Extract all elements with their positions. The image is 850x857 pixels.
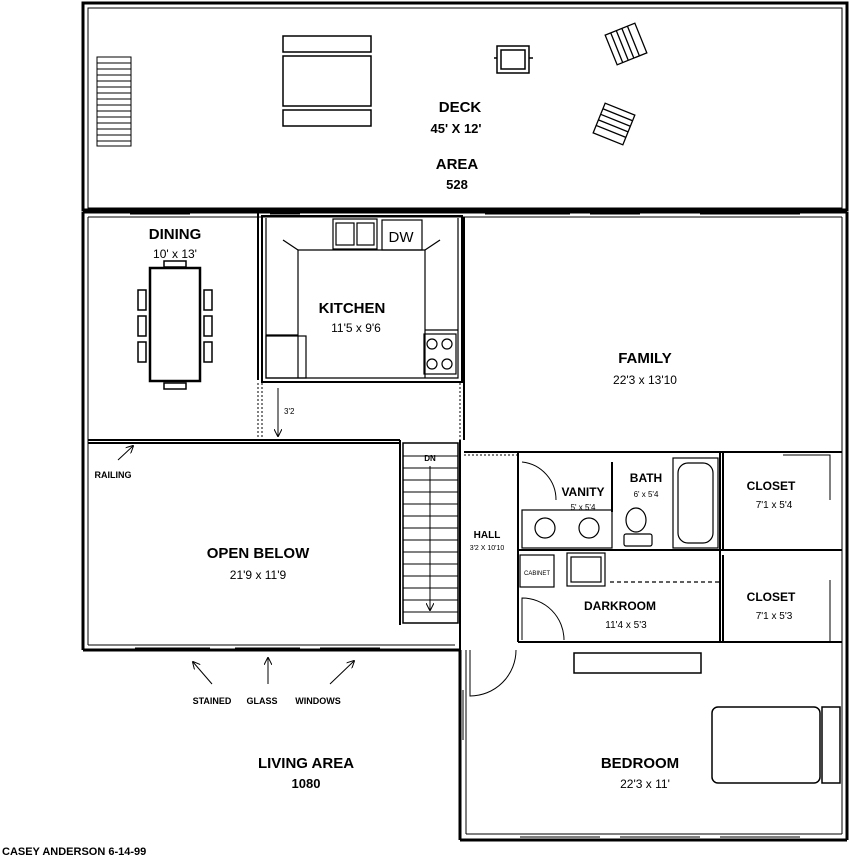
cabinet-label: CABINET: [524, 571, 550, 577]
dining-name: DINING: [149, 226, 202, 243]
closet1-dims: 7'1 x 5'4: [756, 500, 793, 511]
drawing-credit: CASEY ANDERSON 6-14-99: [2, 846, 146, 857]
vanity-door-swing: [521, 461, 557, 501]
vanity-name: VANITY: [561, 485, 604, 499]
passage-dim-label: 3'2: [284, 407, 295, 416]
darkroom-door-swing: [521, 597, 565, 641]
bedroom-door-swing: [469, 649, 517, 697]
bath-block-walls: [517, 452, 842, 643]
bathtub-icon: [672, 457, 719, 549]
stained-arrow: [193, 662, 213, 685]
deck-dims: 45' X 12': [431, 121, 482, 136]
kitchen-walls: [261, 215, 463, 383]
kitchen-sink-icon: [332, 218, 378, 250]
deck-bench-icon: [96, 56, 132, 147]
bed-icon: [711, 706, 841, 784]
railing: [88, 439, 401, 625]
stained-label: STAINED: [193, 696, 232, 706]
dining-table-icon: [137, 260, 213, 390]
deck-name: DECK: [439, 99, 482, 116]
family-name: FAMILY: [618, 350, 672, 367]
deck-area-value: 528: [446, 177, 468, 192]
kitchen-counters: [265, 218, 459, 379]
family-dims: 22'3 x 13'10: [613, 373, 677, 387]
hall-name: HALL: [474, 530, 501, 541]
hall-dims: 3'2 X 10'10: [470, 545, 505, 552]
railing-label: RAILING: [95, 470, 132, 480]
glass-label: GLASS: [246, 696, 277, 706]
bedroom-windows: [462, 690, 800, 838]
bedroom-dims: 22'3 x 11': [620, 777, 670, 791]
bedroom-name: BEDROOM: [601, 755, 679, 772]
dishwasher-label: DW: [389, 229, 415, 246]
deck-area-label: AREA: [436, 156, 479, 173]
stairs-dn-label: DN: [424, 454, 436, 463]
dining-dims: 10' x 13': [153, 247, 197, 261]
open-below-dims: 21'9 x 11'9: [230, 568, 287, 582]
exterior-walls: [81, 210, 849, 842]
bath-name: BATH: [630, 471, 662, 485]
closet2-name: CLOSET: [747, 590, 796, 604]
darkroom-dims: 11'4 x 5'3: [605, 620, 647, 631]
windows-label: WINDOWS: [295, 696, 341, 706]
railing-arrow: [117, 446, 133, 461]
closet1-name: CLOSET: [747, 479, 796, 493]
deck-chair-icon: [592, 102, 636, 146]
toilet-icon: [623, 507, 653, 547]
bath-dims: 6' x 5'4: [634, 490, 659, 499]
dresser-icon: [573, 652, 702, 674]
vanity-dims: 5' x 5'4: [571, 503, 596, 512]
family-walls: [463, 217, 842, 453]
living-area-value: 1080: [292, 776, 321, 791]
deck-lounger-icon: [282, 35, 372, 127]
closet2-dims: 7'1 x 5'3: [756, 611, 793, 622]
living-area-label: LIVING AREA: [258, 755, 354, 772]
dishwasher: [381, 219, 423, 251]
vanity-counter: [521, 509, 613, 549]
closet1-door-swing: [783, 454, 831, 500]
open-below-name: OPEN BELOW: [207, 545, 310, 562]
stove-icon: [423, 333, 457, 375]
closet2-door-swing: [783, 580, 831, 643]
darkroom-fixtures: [519, 552, 720, 588]
kitchen-dims: 11'5 x 9'6: [331, 321, 381, 335]
windows-arrow: [329, 661, 354, 685]
deck-grill-icon: [494, 45, 533, 74]
darkroom-name: DARKROOM: [584, 599, 656, 613]
refrigerator: [265, 335, 307, 379]
kitchen-name: KITCHEN: [319, 300, 386, 317]
deck-chair-icon: [604, 22, 648, 66]
deck-area: [81, 1, 849, 212]
